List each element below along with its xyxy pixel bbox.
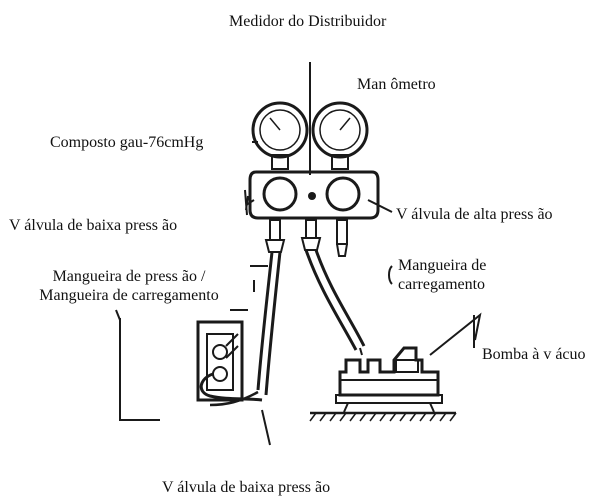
lower-hose: [209, 390, 259, 407]
low-pressure-valve-label-top: V álvula de baixa press ão: [9, 217, 178, 234]
manifold-body: [248, 170, 380, 220]
pressure-hose-label: Mangueira de press ão / Mangueira de car…: [6, 267, 252, 305]
manifold-fittings: [264, 219, 348, 257]
charging-hose: [304, 249, 366, 351]
low-pressure-knob-icon: [262, 176, 298, 212]
charging-hose-label: Mangueira de carregamento: [398, 256, 486, 294]
high-pressure-knob-icon: [325, 176, 361, 212]
compound-gauge-icon: [251, 101, 309, 170]
compound-gauge-label: Composto gau-76cmHg: [50, 134, 204, 151]
pressure-hose-label-line2: Mangueira de carregamento: [39, 287, 219, 304]
vacuum-pump-label: Bomba à v ácuo: [482, 346, 586, 363]
manometer-label: Man ômetro: [357, 76, 436, 93]
low-pressure-valve-label-bottom: V álvula de baixa press ão: [162, 479, 331, 496]
high-pressure-valve-label: V álvula de alta press ão: [396, 206, 553, 223]
leader-lines: [115, 141, 482, 446]
service-port-unit-icon: [196, 320, 263, 402]
charging-hose-label-line2: carregamento: [398, 276, 486, 293]
charging-hose-label-line1: Mangueira de: [398, 257, 487, 274]
pressure-hose: [256, 251, 282, 396]
pressure-hose-label-line1: Mangueira de press ão /: [52, 268, 206, 285]
vacuum-pump-icon: [309, 346, 457, 422]
diagram-title: Medidor do Distribuidor: [229, 13, 387, 30]
manometer-icon: [311, 101, 369, 170]
